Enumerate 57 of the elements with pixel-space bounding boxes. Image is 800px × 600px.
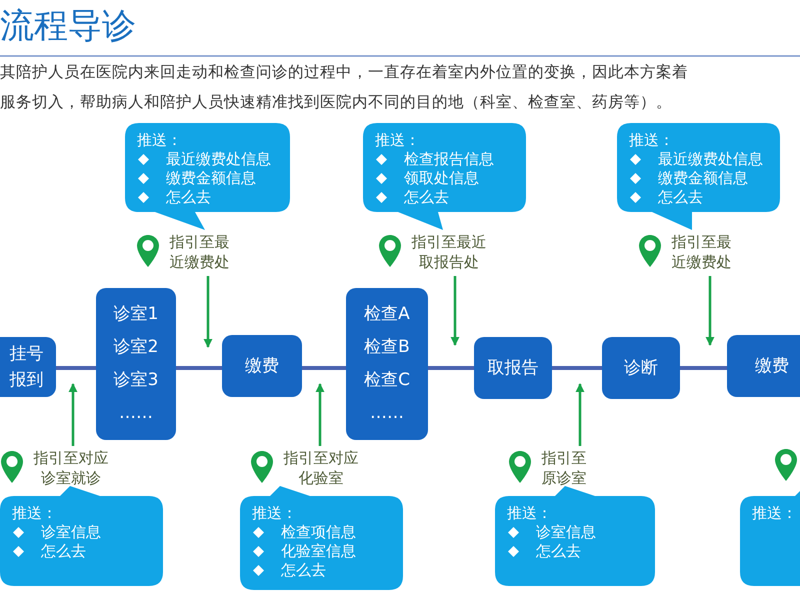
bubble-heading: 推送： [507, 504, 553, 523]
guide-text: 指引至原诊室 [540, 448, 588, 488]
process-box: 缴费 [222, 335, 302, 397]
guide-text: 指引至最近缴费处 [168, 232, 230, 272]
guide-text: 指引至最近取报告处 [410, 232, 488, 272]
process-box: 挂号报到 [0, 337, 56, 397]
speech-bubble [363, 123, 526, 230]
connector-line [56, 366, 96, 370]
guide-text: 指引至最近缴费处 [670, 232, 732, 272]
bullet-text: 诊室信息 [41, 523, 101, 542]
process-box: 诊断 [602, 337, 680, 399]
arrow [204, 276, 212, 348]
title: 流程导诊 [0, 5, 136, 48]
process-box: 取报告 [474, 337, 552, 399]
bullet-text: 怎么去 [658, 188, 703, 207]
description-text: 其陪护人员在医院内来回走动和检查问诊的过程中，一直存在着室内外位置的变换，因此本方案着 [0, 62, 688, 83]
process-box: 缴费 [727, 335, 800, 397]
speech-bubble [0, 486, 163, 586]
speech-bubble [125, 123, 290, 230]
bullet-text: 怎么去 [404, 188, 449, 207]
bubble-heading: 推送： [137, 131, 183, 150]
bullet-text: 怎么去 [536, 542, 581, 561]
bubble-heading: 推送： [252, 504, 298, 523]
arrow [706, 276, 714, 346]
bubble-heading: 推送： [375, 131, 421, 150]
speech-bubble [495, 486, 655, 586]
process-box: 检查A 检查B 检查C …… [346, 288, 428, 440]
connector-line [680, 366, 727, 370]
connector-line [302, 366, 346, 370]
bullet-text: 化验室信息 [281, 542, 356, 561]
speech-bubble [617, 123, 780, 230]
connector-line [176, 366, 222, 370]
guide-text: 指引至对应诊室就诊 [32, 448, 110, 488]
bubble-heading: 推送： [752, 504, 797, 523]
bullet-text: 最近缴费处信息 [166, 150, 271, 169]
bullet-text: 领取处信息 [404, 169, 479, 188]
arrow [450, 276, 460, 346]
bullet-text: 最近缴费处信息 [658, 150, 763, 169]
bubble-heading: 推送： [12, 504, 58, 523]
bullet-text: 缴费金额信息 [166, 169, 256, 188]
bullet-text: 怎么去 [281, 561, 326, 580]
bullet-text: 诊室信息 [536, 523, 596, 542]
bullet-text: 怎么去 [41, 542, 86, 561]
arrow [316, 383, 324, 446]
arrow [68, 383, 78, 446]
speech-bubble [240, 486, 403, 590]
bullet-text: 缴费金额信息 [658, 169, 748, 188]
connector-line [428, 366, 474, 370]
arrow [576, 383, 584, 446]
guide-text: 指引至对应化验室 [282, 448, 360, 488]
bullet-text: 怎么去 [166, 188, 211, 207]
description-text: 服务切入，帮助病人和陪护人员快速精准找到医院内不同的目的地（科室、检查室、药房等）。 [0, 92, 672, 113]
bullet-text: 检查报告信息 [404, 150, 494, 169]
process-box: 诊室1 诊室2 诊室3 …… [96, 288, 176, 440]
bubble-heading: 推送： [629, 131, 675, 150]
bullet-text: 检查项信息 [281, 523, 356, 542]
connector-line [552, 366, 602, 370]
